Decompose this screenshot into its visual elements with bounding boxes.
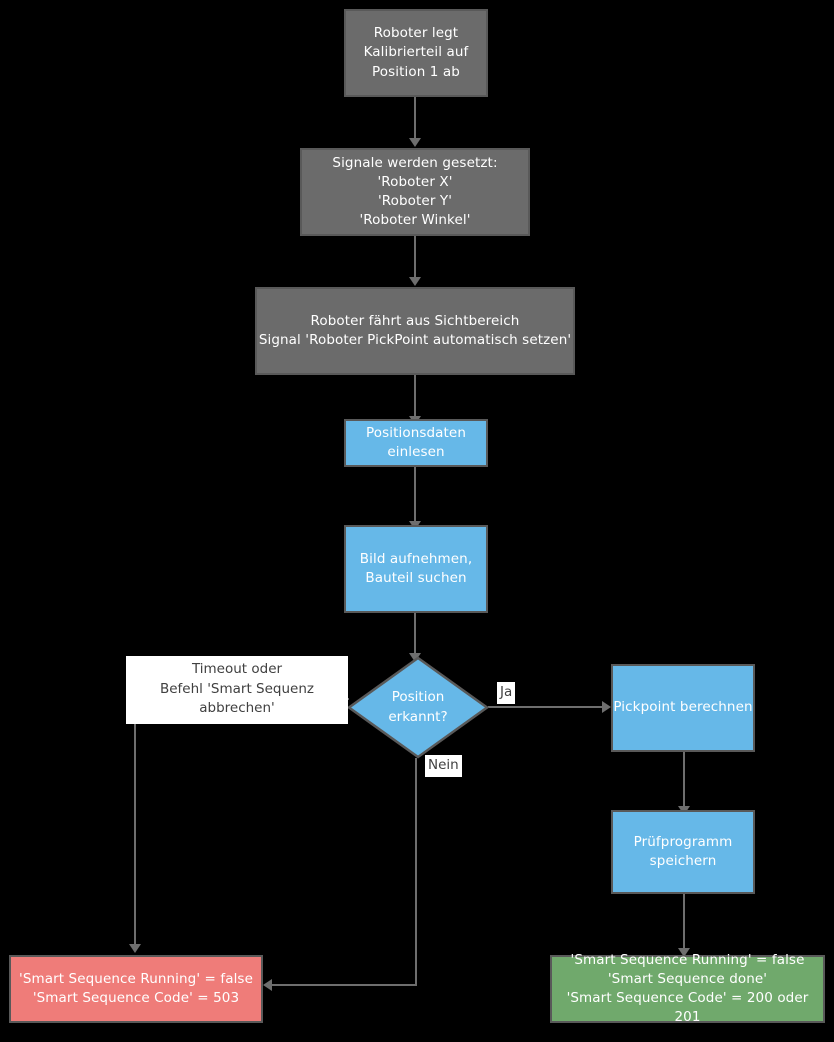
arrowhead-to-abbruch-top: [129, 944, 141, 953]
node-position-erkannt-decision[interactable]: Position erkannt?: [347, 656, 489, 759]
node-positionsdaten-einlesen[interactable]: Positionsdaten einlesen: [344, 419, 488, 467]
connector-decision-nein-horizontal: [272, 984, 417, 986]
diamond-shape: [347, 656, 489, 759]
arrowhead-to-pickpoint: [602, 701, 611, 713]
connector-roboter-faehrt-to-positionsdaten: [414, 375, 416, 419]
node-signale-gesetzt[interactable]: Signale werden gesetzt: 'Roboter X' 'Rob…: [300, 148, 530, 236]
arrowhead-to-roboter-faehrt: [409, 277, 421, 286]
connector-roboter-legt-ab-to-signale: [414, 97, 416, 141]
arrowhead-to-abbruch-right: [263, 979, 272, 991]
edge-label-nein: Nein: [425, 755, 462, 777]
edge-label-timeout: Timeout oder Befehl 'Smart Sequenz abbre…: [126, 656, 348, 724]
connector-bild-to-decision: [414, 613, 416, 661]
connector-pruefprogramm-to-erfolg: [683, 894, 685, 952]
arrowhead-to-decision: [409, 653, 421, 662]
connector-decision-nein-vertical: [415, 758, 417, 986]
edge-label-ja: Ja: [497, 682, 516, 704]
connector-timeout-vertical: [134, 698, 136, 948]
node-roboter-legt-ab[interactable]: Roboter legt Kalibrierteil auf Position …: [344, 9, 488, 97]
arrowhead-to-signale: [409, 138, 421, 147]
arrowhead-to-erfolg: [678, 948, 690, 957]
node-abbruch-terminal[interactable]: 'Smart Sequence Running' = false 'Smart …: [9, 955, 263, 1023]
connector-signale-to-roboter-faehrt: [414, 236, 416, 280]
node-erfolg-terminal[interactable]: 'Smart Sequence Running' = false 'Smart …: [550, 952, 825, 1025]
connector-positionsdaten-to-bild: [414, 467, 416, 525]
node-bild-aufnehmen-bauteil-suchen[interactable]: Bild aufnehmen, Bauteil suchen: [344, 525, 488, 613]
node-roboter-faehrt-aus-sichtbereich[interactable]: Roboter fährt aus Sichtbereich Signal 'R…: [255, 287, 575, 375]
connector-decision-ja-to-pickpoint: [488, 706, 607, 708]
connector-pickpoint-to-pruefprogramm: [683, 752, 685, 810]
node-pruefprogramm-speichern[interactable]: Prüfprogramm speichern: [611, 810, 755, 894]
node-pickpoint-berechnen[interactable]: Pickpoint berechnen: [611, 664, 755, 752]
